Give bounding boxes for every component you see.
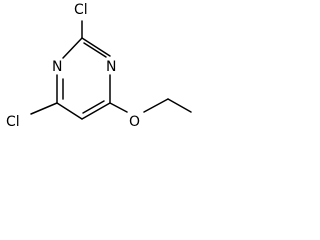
bond-c5-c6 [81, 102, 111, 120]
bond-c6-o [109, 102, 128, 113]
structure-canvas: Cl N N Cl O [0, 0, 226, 138]
bond-c5-c6-double [82, 100, 105, 114]
atom-n-left: N [52, 59, 62, 75]
atom-o: O [129, 114, 140, 130]
bond-c4-cl [30, 102, 58, 115]
bond-c2-n1-double [83, 42, 107, 58]
atom-cl-top: Cl [74, 2, 88, 18]
atom-cl-bottom: Cl [6, 114, 20, 130]
chemical-structure-diagram: Cl N N Cl O [6, 2, 192, 130]
bond-ch2-ch3 [167, 98, 192, 113]
bond-o-ch2 [143, 98, 169, 113]
bond-c2-n3 [62, 37, 83, 59]
bond-c2-n1 [81, 37, 111, 57]
atom-n-right: N [106, 59, 116, 75]
bond-c4-c5 [56, 102, 83, 120]
